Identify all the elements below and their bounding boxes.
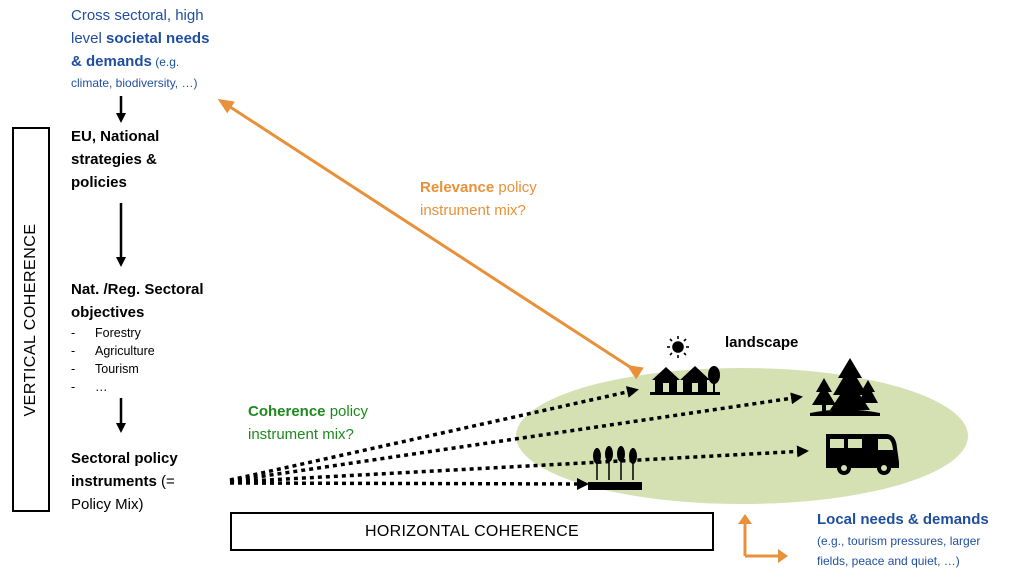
relevance-text: Relevance policy instrument mix? <box>420 179 537 219</box>
coherence-arrows <box>229 386 809 490</box>
coherence-text: Coherence policy instrument mix? <box>248 403 369 443</box>
camper-icon <box>826 434 899 475</box>
sector-item: -… <box>71 380 108 394</box>
horizontal-coherence-label: HORIZONTAL COHERENCE <box>364 522 579 540</box>
vertical-coherence-box <box>12 127 50 512</box>
dotted-arrow-trees <box>229 392 803 483</box>
houses-icon <box>650 366 720 395</box>
sectoral-policy-instruments: Sectoral policy instruments (= Policy Mi… <box>71 450 178 513</box>
dotted-arrow-wheat <box>229 477 589 490</box>
dotted-arrow-houses <box>229 386 639 482</box>
national-sectoral-objectives: Nat. /Reg. Sectoral objectives -Forestry… <box>71 281 204 396</box>
sector-item: -Forestry <box>71 326 141 340</box>
wheat-icon <box>588 446 642 490</box>
relevance-arrow <box>217 98 644 380</box>
eu-national-strategies: EU, National strategies & policies <box>71 128 160 191</box>
vertical-coherence-label: VERTICAL COHERENCE <box>22 223 39 417</box>
landscape-label: landscape <box>725 334 799 351</box>
sector-list: -Forestry -Agriculture -Tourism -… <box>71 324 204 396</box>
dotted-arrow-camper <box>229 445 809 484</box>
horizontal-coherence-box: HORIZONTAL COHERENCE <box>230 512 714 551</box>
local-arrow-icon <box>738 514 788 563</box>
trees-icon <box>810 358 880 416</box>
sun-icon <box>667 336 689 358</box>
local-needs-text: Local needs & demands (e.g., tourism pre… <box>817 511 989 568</box>
sector-item: -Tourism <box>71 362 139 376</box>
sector-item: -Agriculture <box>71 344 155 358</box>
societal-needs-text: Cross sectoral, high level societal need… <box>71 7 210 90</box>
